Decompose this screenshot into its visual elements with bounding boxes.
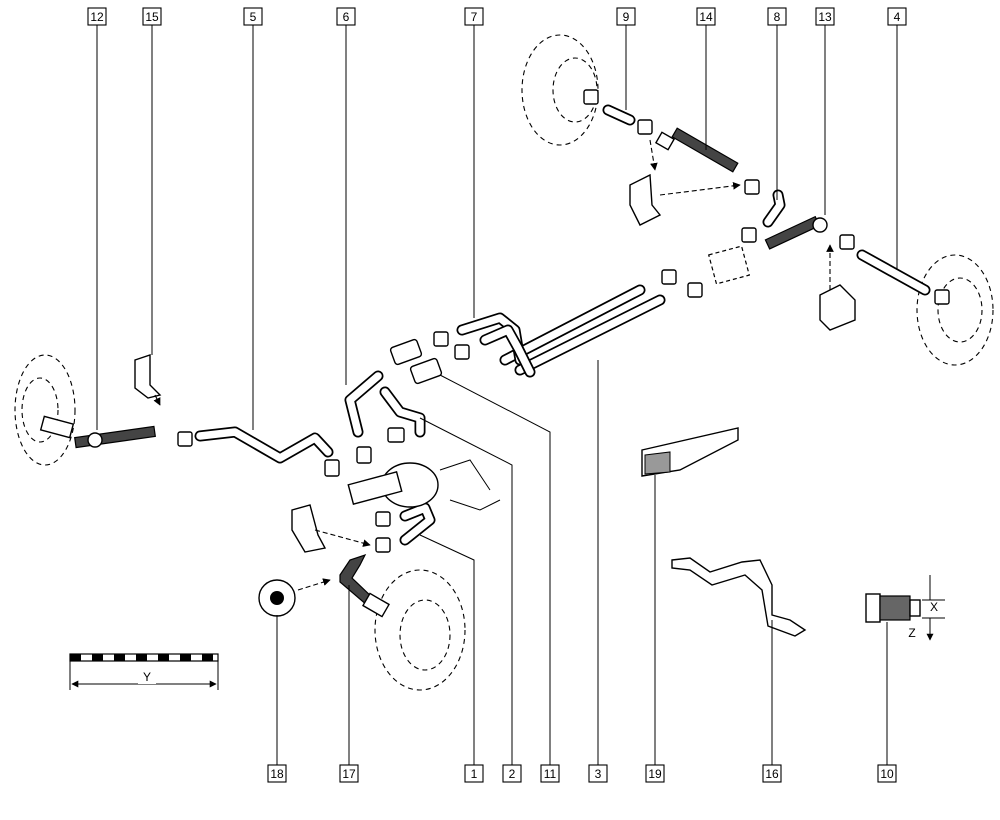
svg-text:4: 4 (894, 10, 901, 24)
wheel-rear-right (916, 254, 994, 366)
pipe-3 (499, 284, 666, 376)
svg-text:7: 7 (471, 10, 478, 24)
pipe-9 (602, 104, 636, 126)
pipe-8 (762, 189, 786, 228)
leader-lines (96, 25, 898, 765)
callout-3: 3 (588, 764, 608, 783)
callout-14: 14 (696, 7, 716, 26)
callout-7: 7 (464, 7, 484, 26)
svg-text:19: 19 (648, 767, 662, 781)
flex-hose-12 (39, 415, 156, 449)
callout-12: 12 (87, 7, 107, 26)
svg-text:14: 14 (699, 10, 713, 24)
callout-17: 17 (339, 764, 359, 783)
union-nuts (177, 89, 950, 553)
pipe-2 (379, 386, 426, 438)
bracket-rear-right (819, 284, 856, 331)
dim-x-label: X (930, 600, 938, 614)
bracket-19 (641, 427, 739, 477)
scale-label: Y (143, 670, 151, 684)
pipe-4 (856, 249, 931, 296)
pipe-1 (399, 502, 436, 546)
callout-15: 15 (142, 7, 162, 26)
callout-10: 10 (877, 764, 897, 783)
bracket-15 (134, 354, 162, 399)
clip-18 (258, 579, 296, 617)
callout-16: 16 (762, 764, 782, 783)
callout-5: 5 (243, 7, 263, 26)
svg-text:13: 13 (818, 10, 832, 24)
assembly-arrows (153, 139, 834, 591)
svg-text:17: 17 (342, 767, 356, 781)
brake-limiter (707, 245, 751, 285)
flex-hose-17 (339, 553, 390, 618)
callout-6: 6 (336, 7, 356, 26)
dim-z-label: Z (908, 626, 915, 640)
svg-text:2: 2 (509, 767, 516, 781)
svg-text:18: 18 (270, 767, 284, 781)
svg-text:5: 5 (250, 10, 257, 24)
pipe-5 (194, 426, 334, 464)
scale-bar: Y (69, 653, 219, 690)
svg-text:15: 15 (145, 10, 159, 24)
bleed-screw-10 (865, 575, 945, 640)
wheel-front-right (374, 569, 466, 691)
callout-13: 13 (815, 7, 835, 26)
flex-hose-14 (654, 127, 739, 173)
wheel-front-left (14, 354, 76, 466)
svg-text:11: 11 (544, 767, 557, 781)
svg-text:6: 6 (343, 10, 350, 24)
callout-8: 8 (767, 7, 787, 26)
svg-text:12: 12 (90, 10, 104, 24)
callout-4: 4 (887, 7, 907, 26)
callout-18: 18 (267, 764, 287, 783)
bracket-front (291, 504, 327, 553)
svg-text:9: 9 (623, 10, 630, 24)
callout-1: 1 (464, 764, 484, 783)
callout-19: 19 (645, 764, 665, 783)
callout-11: 11 (540, 764, 560, 783)
svg-text:16: 16 (765, 767, 779, 781)
pipe-11 (479, 324, 536, 378)
svg-text:8: 8 (774, 10, 781, 24)
pipe-6 (344, 370, 384, 438)
svg-text:1: 1 (471, 767, 478, 781)
callout-2: 2 (502, 764, 522, 783)
svg-text:10: 10 (880, 767, 894, 781)
callout-9: 9 (616, 7, 636, 26)
master-cylinder (347, 459, 501, 511)
strap-16 (671, 557, 807, 637)
svg-text:3: 3 (595, 767, 602, 781)
bracket-rear-left (629, 173, 662, 226)
flex-hose-13 (764, 215, 828, 250)
